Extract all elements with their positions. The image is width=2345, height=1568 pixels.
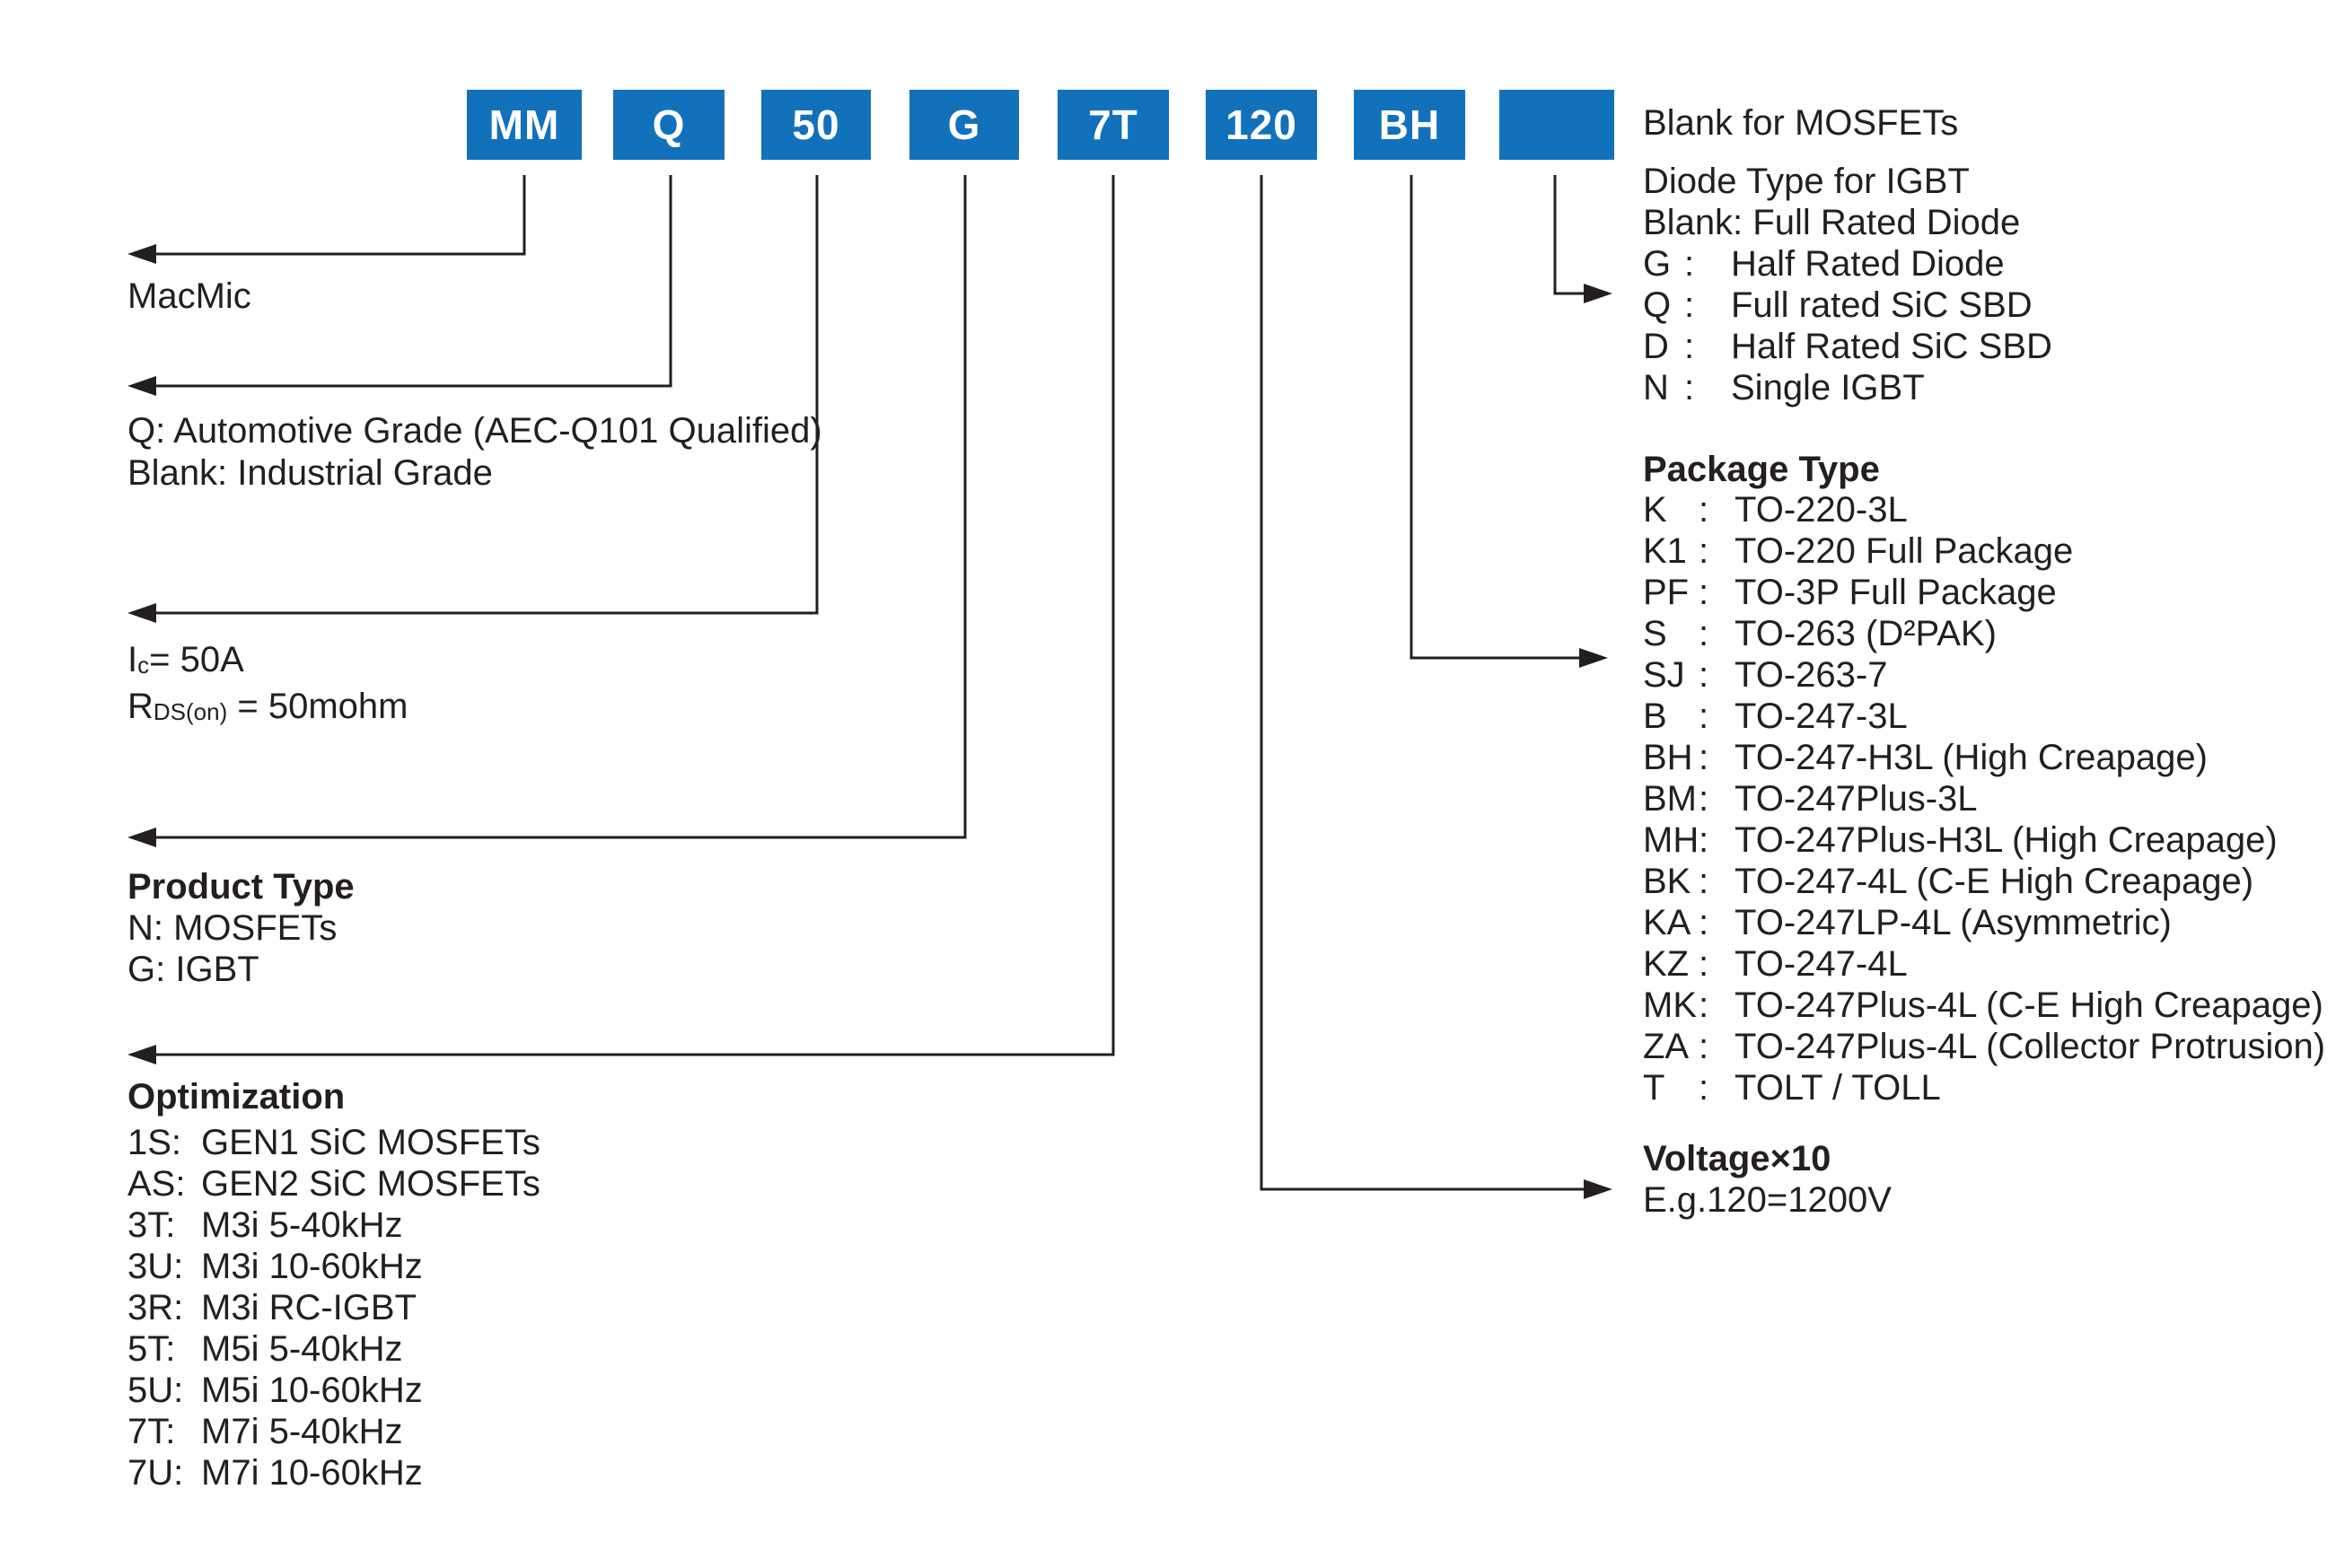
arrowhead-brand-icon bbox=[127, 244, 156, 264]
connector-diode-type bbox=[1553, 175, 1585, 295]
part-box-voltage: 120 bbox=[1206, 90, 1317, 160]
diode-type-item: G:Half Rated Diode bbox=[1643, 244, 2005, 284]
optimization-list: 1S:GEN1 SiC MOSFETs AS:GEN2 SiC MOSFETs … bbox=[127, 1122, 540, 1494]
part-box-product-type: G bbox=[909, 90, 1019, 160]
package-type-item: MH:TO-247Plus-H3L (High Creapage) bbox=[1643, 820, 2278, 860]
connector-optimization bbox=[154, 175, 1115, 1056]
diode-type-item: N:Single IGBT bbox=[1643, 368, 1925, 407]
optimization-item: 5T:M5i 5-40kHz bbox=[127, 1329, 403, 1369]
connector-voltage bbox=[1260, 175, 1585, 1191]
rds-symbol: R bbox=[127, 687, 154, 726]
product-type-block: Product Type N: MOSFETs G: IGBT bbox=[127, 866, 355, 990]
part-box-optimization-label: 7T bbox=[1088, 101, 1138, 148]
arrowhead-package-icon bbox=[1579, 648, 1608, 668]
connector-product-type bbox=[154, 175, 967, 839]
grade-line-automotive: Q: Automotive Grade (AEC-Q101 Qualified) bbox=[127, 411, 822, 451]
grade-block: Q: Automotive Grade (AEC-Q101 Qualified)… bbox=[127, 410, 822, 495]
optimization-item: 5U:M5i 10-60kHz bbox=[127, 1371, 423, 1410]
part-box-optimization: 7T bbox=[1058, 90, 1169, 160]
package-type-item: B:TO-247-3L bbox=[1643, 696, 1908, 736]
ic-symbol: I bbox=[127, 640, 138, 679]
product-type-item: G: IGBT bbox=[127, 950, 259, 989]
diode-type-block: Diode Type for IGBT Blank: Full Rated Di… bbox=[1643, 161, 2052, 408]
part-box-product-type-label: G bbox=[947, 101, 981, 148]
part-box-package: BH bbox=[1354, 90, 1465, 160]
part-box-voltage-label: 120 bbox=[1225, 101, 1297, 148]
brand-label: MacMic bbox=[127, 276, 251, 316]
optimization-item: 1S:GEN1 SiC MOSFETs bbox=[127, 1123, 540, 1162]
optimization-item: 7T:M7i 5-40kHz bbox=[127, 1412, 403, 1451]
ic-subscript: c bbox=[137, 652, 150, 679]
voltage-example: E.g.120=1200V bbox=[1643, 1180, 1892, 1220]
ic-value: = 50A bbox=[149, 640, 244, 679]
package-type-item: KA:TO-247LP-4L (Asymmetric) bbox=[1643, 903, 2172, 942]
optimization-item: AS:GEN2 SiC MOSFETs bbox=[127, 1164, 540, 1204]
connector-current bbox=[154, 175, 819, 615]
part-box-brand: MM bbox=[467, 90, 582, 160]
grade-line-industrial: Blank: Industrial Grade bbox=[127, 453, 493, 493]
part-box-package-label: BH bbox=[1378, 101, 1441, 148]
package-type-item: S:TO-263 (D²PAK) bbox=[1643, 614, 1997, 653]
part-box-current: 50 bbox=[761, 90, 871, 160]
arrowhead-voltage-icon bbox=[1584, 1179, 1612, 1199]
voltage-heading: Voltage×10 bbox=[1643, 1139, 1831, 1178]
package-type-item: K:TO-220-3L bbox=[1643, 490, 1908, 530]
optimization-item: 7U:M7i 10-60kHz bbox=[127, 1453, 423, 1493]
arrowhead-current-icon bbox=[127, 603, 156, 623]
package-type-item: T:TOLT / TOLL bbox=[1643, 1068, 1941, 1108]
arrowhead-grade-icon bbox=[127, 376, 156, 396]
arrowhead-product-type-icon bbox=[127, 828, 156, 847]
connector-grade bbox=[154, 175, 672, 388]
part-box-diode-blank bbox=[1499, 90, 1614, 160]
optimization-item: 3T:M3i 5-40kHz bbox=[127, 1205, 403, 1245]
diode-type-item: Q:Full rated SiC SBD bbox=[1643, 285, 2033, 325]
package-type-list: K:TO-220-3L K1:TO-220 Full Package PF:TO… bbox=[1643, 489, 2325, 1108]
package-type-item: KZ:TO-247-4L bbox=[1643, 944, 1908, 984]
rds-rating-line: RDS(on) = 50mohm bbox=[127, 686, 408, 731]
mosfet-blank-note: Blank for MOSFETs bbox=[1643, 103, 1959, 143]
diode-type-blank-line: Blank: Full Rated Diode bbox=[1643, 203, 2021, 242]
rds-value: = 50mohm bbox=[227, 687, 408, 726]
package-type-item: PF:TO-3P Full Package bbox=[1643, 573, 2057, 612]
product-type-item: N: MOSFETs bbox=[127, 908, 338, 948]
package-type-item: SJ:TO-263-7 bbox=[1643, 655, 1888, 695]
optimization-item: 3U:M3i 10-60kHz bbox=[127, 1247, 423, 1286]
package-type-item: BK:TO-247-4L (C-E High Creapage) bbox=[1643, 862, 2254, 901]
current-rating-line: Ic= 50A bbox=[127, 639, 244, 684]
connector-brand bbox=[154, 175, 526, 256]
arrowhead-diode-type-icon bbox=[1584, 284, 1612, 303]
part-box-grade: Q bbox=[613, 90, 725, 160]
arrowhead-optimization-icon bbox=[127, 1045, 156, 1064]
package-type-item: ZA:TO-247Plus-4L (Collector Protrusion) bbox=[1643, 1027, 2326, 1066]
product-type-heading: Product Type bbox=[127, 867, 355, 907]
package-type-item: K1:TO-220 Full Package bbox=[1643, 531, 2074, 571]
optimization-heading: Optimization bbox=[127, 1077, 346, 1117]
diode-type-heading: Diode Type for IGBT bbox=[1643, 162, 1970, 201]
package-type-item: BM:TO-247Plus-3L bbox=[1643, 779, 1978, 819]
connector-package bbox=[1410, 175, 1581, 660]
part-box-current-label: 50 bbox=[792, 101, 840, 148]
package-type-heading: Package Type bbox=[1643, 450, 1880, 489]
diode-type-item: D:Half Rated SiC SBD bbox=[1643, 327, 2052, 366]
package-type-item: BH:TO-247-H3L (High Creapage) bbox=[1643, 738, 2208, 777]
part-box-brand-label: MM bbox=[488, 101, 560, 148]
part-box-grade-label: Q bbox=[652, 101, 686, 148]
rds-subscript: DS(on) bbox=[153, 698, 228, 725]
package-type-item: MK:TO-247Plus-4L (C-E High Creapage) bbox=[1643, 985, 2323, 1025]
optimization-item: 3R:M3i RC-IGBT bbox=[127, 1288, 417, 1327]
